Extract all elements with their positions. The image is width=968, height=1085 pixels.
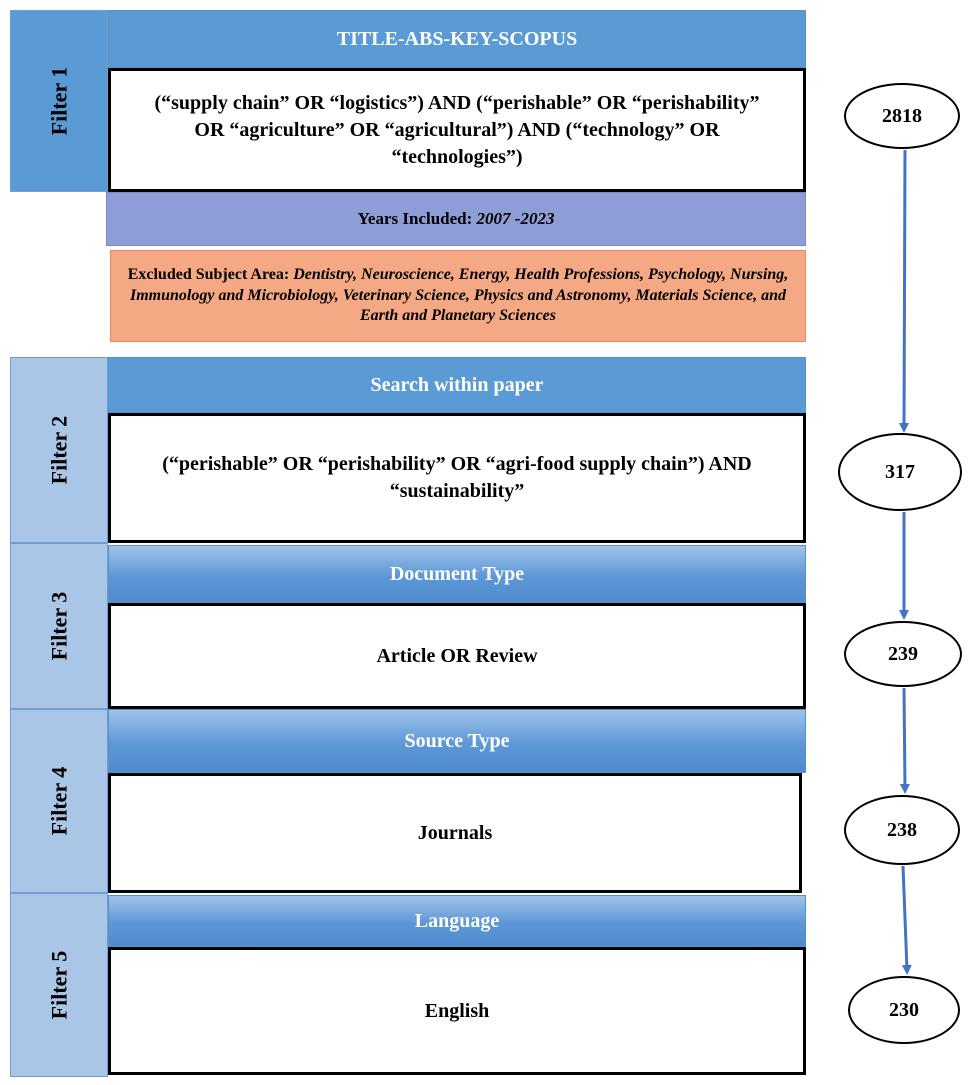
filter-2-side-label: Filter 2 [10, 357, 108, 543]
count-filter-1-value: 2818 [882, 104, 922, 127]
filter-1-header-text: TITLE-ABS-KEY-SCOPUS [336, 27, 578, 50]
excluded-subject-band: Excluded Subject Area: Dentistry, Neuros… [110, 250, 806, 342]
filter-1-side-label: Filter 1 [10, 10, 108, 192]
arrow-2818-to-317 [899, 149, 910, 433]
count-filter-4: 238 [844, 795, 960, 865]
count-filter-5-value: 230 [889, 998, 919, 1021]
count-filter-4-value: 238 [887, 818, 917, 841]
filter-3-query-text: Article OR Review [376, 644, 538, 667]
filter-2-query-box: (“perishable” OR “perishability” OR “agr… [108, 413, 806, 543]
filter-5-side-label: Filter 5 [10, 893, 108, 1077]
filter-3-side-label: Filter 3 [10, 543, 108, 709]
filter-1-header: TITLE-ABS-KEY-SCOPUS [108, 10, 806, 68]
filter-2-header: Search within paper [108, 357, 806, 413]
filter-4-query-text: Journals [417, 821, 493, 844]
filter-5-header: Language [108, 895, 806, 947]
count-filter-3: 239 [844, 621, 962, 687]
filter-4-query-box: Journals [108, 773, 802, 893]
filter-4-side-label: Filter 4 [10, 709, 108, 893]
years-included-value: 2007 -2023 [476, 209, 555, 228]
filter-1-query-box: (“supply chain” OR “logistics”) AND (“pe… [108, 68, 806, 192]
filter-4-header: Source Type [108, 709, 806, 773]
excluded-subject-label: Excluded Subject Area: [127, 265, 290, 283]
arrow-238-to-230 [901, 865, 912, 975]
count-filter-3-value: 239 [888, 642, 918, 665]
count-filter-1: 2818 [844, 83, 960, 149]
filter-3-query-box: Article OR Review [108, 603, 806, 709]
filter-5-header-text: Language [414, 909, 500, 932]
filter-2-header-text: Search within paper [370, 373, 544, 396]
years-included-label: Years Included: [357, 209, 473, 228]
arrow-239-to-238 [899, 687, 910, 794]
filter-5-query-text: English [424, 999, 490, 1022]
count-filter-2-value: 317 [885, 460, 915, 483]
excluded-subject-value: Dentistry, Neuroscience, Energy, Health … [129, 265, 789, 325]
count-filter-2: 317 [838, 433, 962, 511]
filter-5-query-box: English [108, 947, 806, 1075]
count-filter-5: 230 [848, 976, 960, 1044]
filter-4-header-text: Source Type [404, 729, 510, 752]
filter-3-header-text: Document Type [389, 562, 525, 585]
years-included-band: Years Included: 2007 -2023 [106, 192, 806, 246]
filter-1-query-text: (“supply chain” OR “logistics”) AND (“pe… [154, 91, 760, 168]
filter-3-header: Document Type [108, 545, 806, 603]
filter-2-query-text: (“perishable” OR “perishability” OR “agr… [162, 453, 752, 502]
